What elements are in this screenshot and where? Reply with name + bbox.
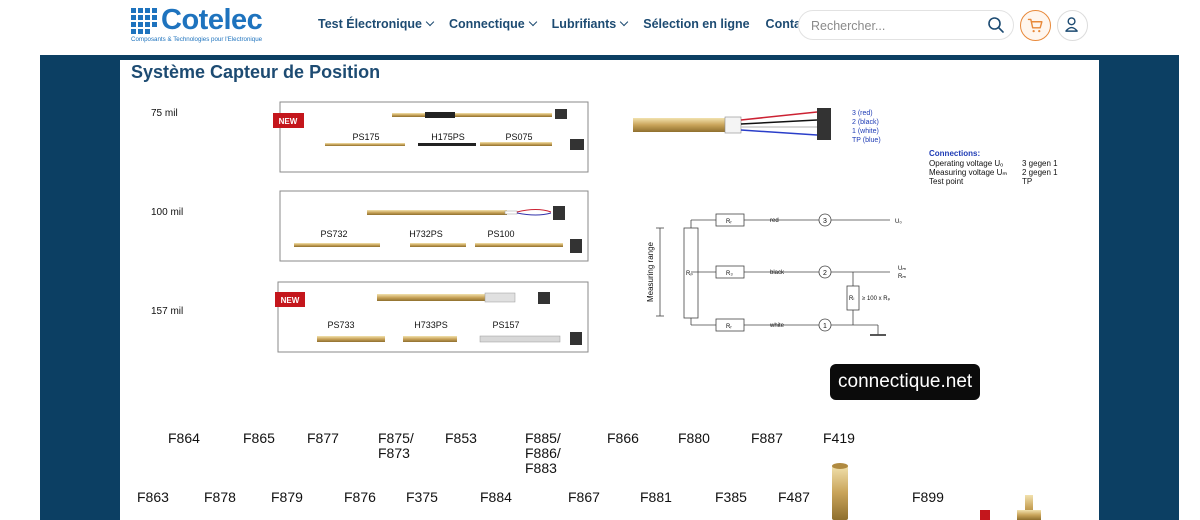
rp-label: Rₚ [686,271,693,277]
new-badge: NEW [279,117,298,126]
brand-logo[interactable]: Cotelec Composants & Technologies pour l… [131,4,281,46]
catalog-item: F419 [823,430,855,446]
catalog-item: F853 [445,430,477,446]
rl-note: ≥ 100 x Rₚ [862,296,891,302]
nav-item-test-electronique[interactable]: Test Électronique [318,17,435,31]
connection-value: 2 gegen 1 [1022,168,1058,177]
catalog-item: F385 [715,489,747,505]
new-badge: NEW [281,296,300,305]
search-box [798,10,1014,40]
catalog-item: F884 [480,489,512,505]
rl-label: Rₗ [849,296,854,302]
um-label: Uₘ [898,266,906,272]
catalog-item: F876 [344,489,376,505]
catalog-row-2: F863 F878 F879 F876 F375 F884 F867 F881 … [137,489,944,505]
chevron-down-icon [528,17,537,27]
nav-label: Lubrifiants [551,17,617,31]
site-watermark-badge: connectique.net [830,364,981,400]
sensor-illustration [633,108,831,140]
part-label: PS732 [320,229,347,239]
wire-label: white [769,323,785,329]
connection-name: Operating voltage Uₒ [929,159,1003,168]
chevron-down-icon [620,17,629,27]
node-label: 2 [823,270,827,277]
connection-value: 3 gegen 1 [1022,159,1058,168]
part-label: H175PS [431,132,465,142]
measuring-range-label: Measuring range [646,241,655,302]
product-box-75mil: NEW PS175 H175PS PS075 [273,101,589,173]
rm-label: Rₘ [898,274,906,280]
nav-label: Test Électronique [318,17,422,31]
nav-item-selection-en-ligne[interactable]: Sélection en ligne [643,17,749,31]
size-label: 157 mil [151,306,183,317]
nav-label: Sélection en ligne [643,17,750,31]
size-label: 75 mil [151,108,178,119]
logo-grid-icon [131,8,157,34]
user-icon [1065,17,1078,32]
catalog-item: F487 [778,489,810,505]
wire-label: red [770,218,779,224]
u0-label: U₀ [895,219,902,225]
connection-name: Test point [929,177,964,186]
size-label: 100 mil [151,207,183,218]
brand-name: Cotelec [161,4,263,36]
connection-value: TP [1022,177,1032,186]
catalog-item: F866 [607,430,639,446]
wire-legend: 3 (red) [852,110,873,117]
product-box-157mil: NEW PS733 H733PS PS157 [275,281,589,353]
catalog-item: F899 [912,489,944,505]
wire-label: black [770,270,785,276]
part-label: H732PS [409,229,443,239]
part-label: PS175 [352,132,379,142]
part-label: H733PS [414,320,448,330]
pin-illustration [832,463,1041,520]
catalog-item: F375 [406,489,438,505]
catalog-item: F867 [568,489,600,505]
catalog-item: F878 [204,489,236,505]
product-panel: Système Capteur de Position 75 mil 100 m… [120,60,1099,520]
search-icon[interactable] [987,16,1005,34]
catalog-item: F864 [168,430,200,446]
page-title: Système Capteur de Position [131,62,381,82]
product-box-100mil: PS732 H732PS PS100 [279,190,589,262]
resistor-label: R₃ [726,271,733,277]
part-label: PS100 [487,229,514,239]
node-label: 1 [823,323,827,330]
catalog-item: F885/F886/F883 [525,430,561,476]
catalog-item: F877 [307,430,339,446]
brand-tagline: Composants & Technologies pour l'Electro… [131,36,263,43]
catalog-item: F880 [678,430,710,446]
catalog-item: F865 [243,430,275,446]
catalog-item: F875/F873 [378,430,414,461]
nav-item-connectique[interactable]: Connectique [448,17,537,31]
catalog-item: F887 [751,430,783,446]
account-button[interactable] [1057,10,1088,41]
catalog-item: F879 [271,489,303,505]
wire-legend: 1 (white) [852,128,879,135]
cart-icon [1027,18,1043,33]
connection-name: Measuring voltage Uₘ [929,168,1007,177]
resistor-label: Rᵣ [726,219,732,225]
part-label: PS733 [327,320,354,330]
resistor-label: Rᵣ [726,324,732,330]
catalog-row-1: F864 F865 F877 F875/F873 F853 F885/F886/… [168,430,855,476]
chevron-down-icon [425,17,435,27]
cart-button[interactable] [1020,10,1051,41]
circuit-schematic [656,213,890,336]
nav-label: Connectique [448,17,525,31]
part-label: PS075 [505,132,532,142]
part-label: PS157 [492,320,519,330]
site-header: Cotelec Composants & Technologies pour l… [0,0,1200,55]
wire-legend: TP (blue) [852,137,881,144]
nav-item-lubrifiants[interactable]: Lubrifiants [551,17,629,31]
product-diagram: 75 mil 100 mil 157 mil NEW PS175 H175PS … [137,101,1058,520]
catalog-item: F863 [137,489,169,505]
search-input[interactable] [811,17,981,35]
connections-heading: Connections: [929,149,980,158]
node-label: 3 [823,218,827,225]
catalog-item: F881 [640,489,672,505]
wire-legend: 2 (black) [852,119,879,126]
main-nav: Test Électronique Connectique Lubrifiant… [318,17,828,31]
